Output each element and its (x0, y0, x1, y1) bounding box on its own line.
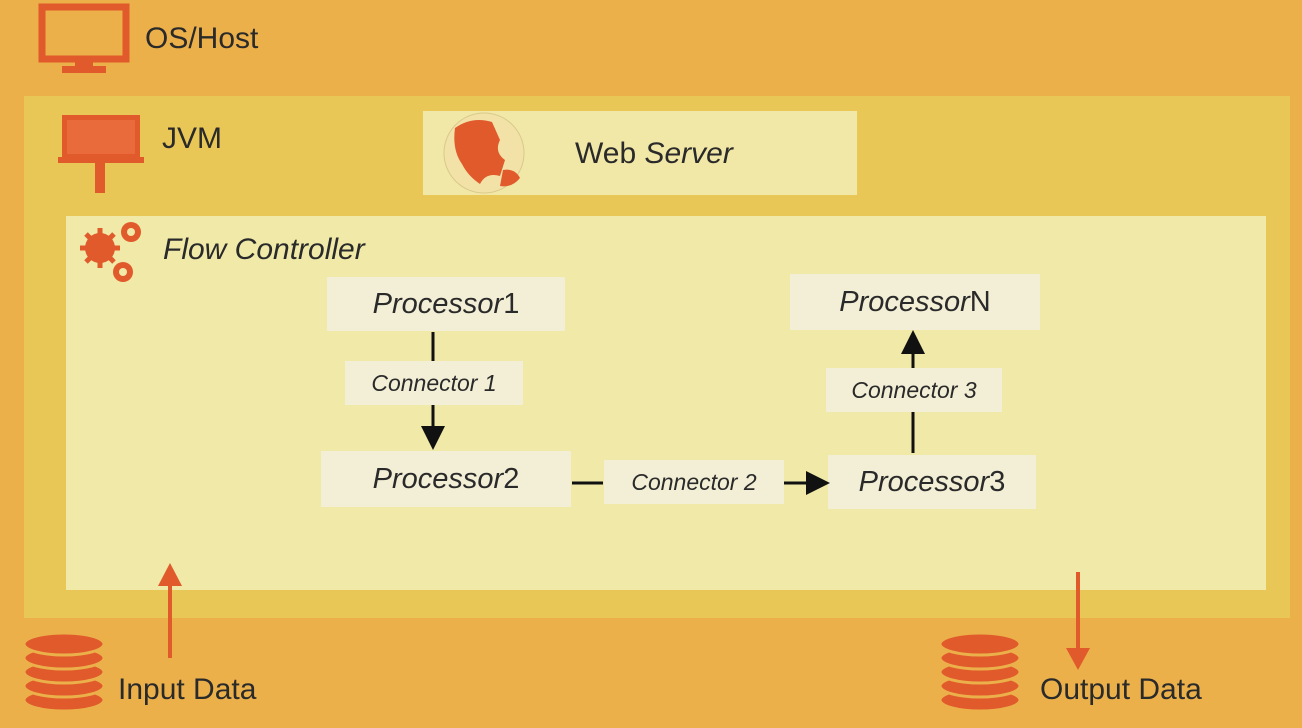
connector-2: Connector 2 (604, 460, 784, 504)
output-data-label: Output Data (1040, 673, 1202, 706)
web-server-label: Web Server (575, 137, 733, 170)
flow-controller-label: Flow Controller (163, 233, 365, 266)
input-data-label: Input Data (118, 673, 257, 706)
connector-1: Connector 1 (345, 361, 523, 405)
processor-2: Processor 2 (321, 451, 571, 507)
processor-3: Processor 3 (828, 455, 1036, 509)
processor-1: Processor 1 (327, 277, 565, 331)
flow-controller-panel (66, 216, 1266, 590)
jvm-label: JVM (162, 122, 222, 155)
os-host-label: OS/Host (145, 22, 259, 55)
connector-3: Connector 3 (826, 368, 1002, 412)
processor-n: Processor N (790, 274, 1040, 330)
